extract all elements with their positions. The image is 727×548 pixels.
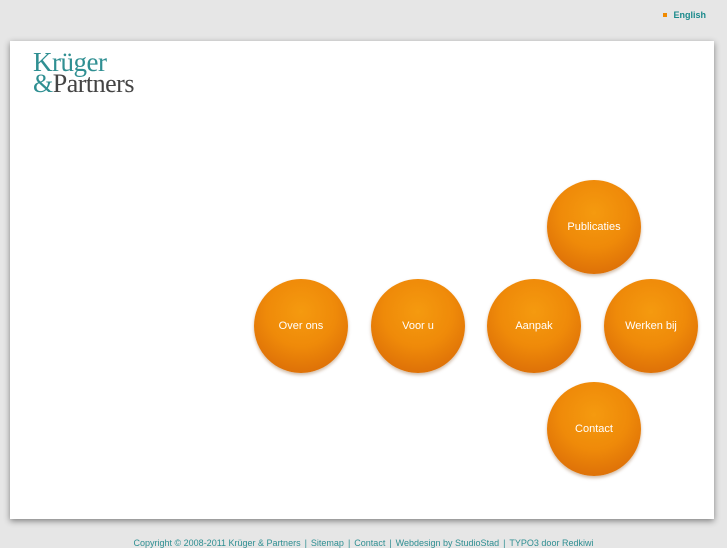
footer-separator: |	[389, 538, 392, 548]
footer-separator: |	[503, 538, 506, 548]
nav-voor-u-button[interactable]: Voor u	[371, 279, 465, 373]
nav-over-ons-label: Over ons	[278, 320, 324, 332]
copyright-text: Copyright © 2008-2011 Krüger & Partners	[133, 538, 301, 548]
footer-separator: |	[304, 538, 307, 548]
nav-voor-u-label: Voor u	[402, 320, 434, 332]
nav-over-ons-button[interactable]: Over ons	[254, 279, 348, 373]
nav-werken-bij-label: Werken bij	[625, 320, 677, 332]
typo3-link[interactable]: TYPO3 door Redkiwi	[509, 538, 594, 548]
nav-publicaties-label: Publicaties	[567, 221, 621, 233]
bullet-icon	[663, 13, 668, 17]
sitemap-link[interactable]: Sitemap	[310, 538, 344, 548]
footer: Copyright © 2008-2011 Krüger & Partners|…	[0, 538, 727, 548]
nav-publicaties-button[interactable]: Publicaties	[547, 180, 641, 274]
logo-partners: Partners	[52, 69, 135, 98]
nav-aanpak-button[interactable]: Aanpak	[487, 279, 581, 373]
webdesign-link[interactable]: Webdesign by StudioStad	[395, 538, 500, 548]
nav-contact-label: Contact	[575, 423, 613, 435]
nav-aanpak-label: Aanpak	[515, 320, 553, 332]
nav-werken-bij-button[interactable]: Werken bij	[604, 279, 698, 373]
footer-separator: |	[347, 538, 351, 548]
main-panel: Krüger &Partners Over ons Voor u Aanpak …	[10, 41, 714, 519]
logo-line1: Krüger	[33, 47, 107, 77]
footer-contact-link[interactable]: Contact	[354, 538, 386, 548]
language-switcher: English	[663, 10, 706, 20]
english-link[interactable]: English	[673, 10, 706, 20]
nav-contact-button[interactable]: Contact	[547, 382, 641, 476]
logo-line2: &Partners	[33, 71, 134, 97]
logo-ampersand: &	[33, 69, 53, 98]
company-logo[interactable]: Krüger &Partners	[33, 47, 134, 97]
